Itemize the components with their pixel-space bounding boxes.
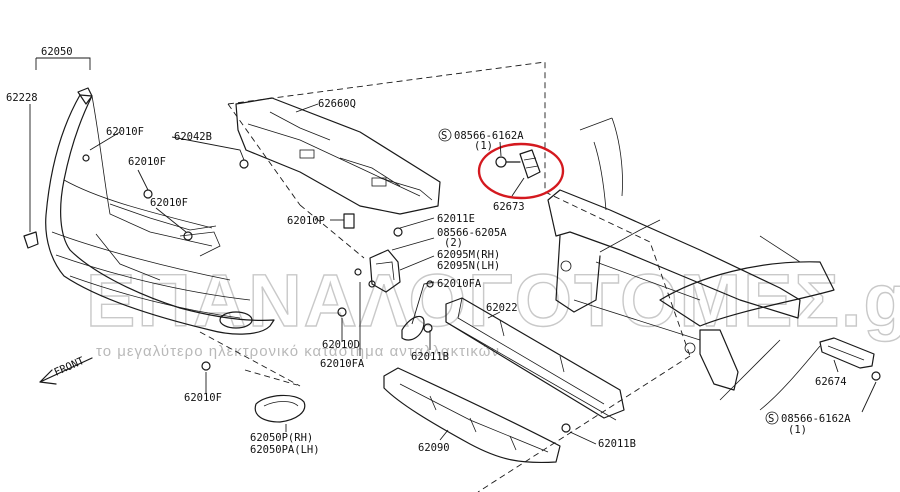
assembly-dashed-outline [199,61,691,492]
label-62011B-b: 62011B [598,438,636,450]
label-62660Q: 62660Q [318,98,356,110]
bumper-bracket [369,249,401,293]
energy-absorber [383,367,561,464]
label-08566-6162A-bottom: 08566-6162A [781,413,851,425]
label-62010F-d: 62010F [184,392,222,404]
vehicle-front-frame [547,117,835,411]
label-62673: 62673 [493,201,525,213]
watermark-brand: ΕΠΑΝΑΛΟΓΟΤΟΜΕΣ.gr [86,259,900,342]
label-62011B-a: 62011B [411,351,449,363]
label-62674: 62674 [815,376,847,388]
clip-62010FA-b [401,315,425,341]
clip-62010F-d [201,361,211,371]
watermark: ΕΠΑΝΑΛΟΓΟΤΟΜΕΣ.gr το μεγαλύτερο ηλεκτρον… [85,258,900,360]
label-08566-6162A-top-qty: (1) [474,140,493,152]
label-62011E: 62011E [437,213,475,225]
label-62228: 62228 [6,92,38,104]
label-08566-6162A-top: 08566-6162A [454,130,524,142]
label-62095M: 62095M(RH) [437,249,500,261]
label-62090: 62090 [418,442,450,454]
clip-62010F-c [183,231,193,241]
label-62042B: 62042B [174,131,212,143]
front-bumper-fascia [45,87,275,335]
label-08566-6205A: 08566-6205A [437,227,507,239]
label-62050: 62050 [41,46,73,58]
fog-lamp-cover [254,394,306,423]
label-62010FA-b: 62010FA [320,358,365,370]
label-62022: 62022 [486,302,518,314]
leader-lines [29,57,877,445]
screw-symbol-bottom: S [765,411,779,425]
clip-62010D [337,307,347,317]
clip-62011B-b [561,423,571,433]
clip-62010F-a [82,154,90,162]
radiator-upper-cover [235,97,441,215]
clip-62042B [239,159,249,169]
front-label: FRONT [52,355,86,379]
screw-symbol-top: S [438,128,452,142]
label-08566-6205A-qty: (2) [444,237,463,249]
clip-62011B-a [423,323,433,333]
clip-62011E [393,227,403,237]
screw-symbol-text: S [441,130,447,142]
label-62010P: 62010P [287,215,325,227]
clip-08566-6205A-b [368,280,376,288]
highlighted-part-62673 [477,142,565,200]
label-62095N: 62095N(LH) [437,260,500,272]
highlight-circle [477,142,565,200]
screw-symbol-text-2: S [768,413,774,425]
clip-62010FA-a [426,280,434,288]
fasteners [23,154,881,433]
clip-62228 [23,231,39,249]
label-62050P: 62050P(RH) [250,432,313,444]
side-bracket [819,337,875,369]
bumper-reinforcement-beam [445,297,625,421]
clip-08566-6205A-a [354,268,362,276]
front-direction-arrow: FRONT [39,355,93,385]
clip-62010P [343,213,355,229]
label-08566-6162A-bottom-qty: (1) [788,424,807,436]
label-62050PA: 62050PA(LH) [250,444,320,456]
label-62010F-c: 62010F [150,197,188,209]
bolt-08566-6162A-b [871,371,881,381]
label-62010FA-a: 62010FA [437,278,482,290]
label-62010D: 62010D [322,339,360,351]
watermark-tagline: το μεγαλύτερο ηλεκτρονικό κατάστημα αντα… [96,343,500,360]
part-labels: 62050 62228 62010F 62042B 62660Q 62010F … [6,46,851,456]
label-62010F-b: 62010F [128,156,166,168]
label-62010F-a: 62010F [106,126,144,138]
bolt-08566-6162A-a [495,156,507,168]
hood-lock-stay [519,149,541,179]
